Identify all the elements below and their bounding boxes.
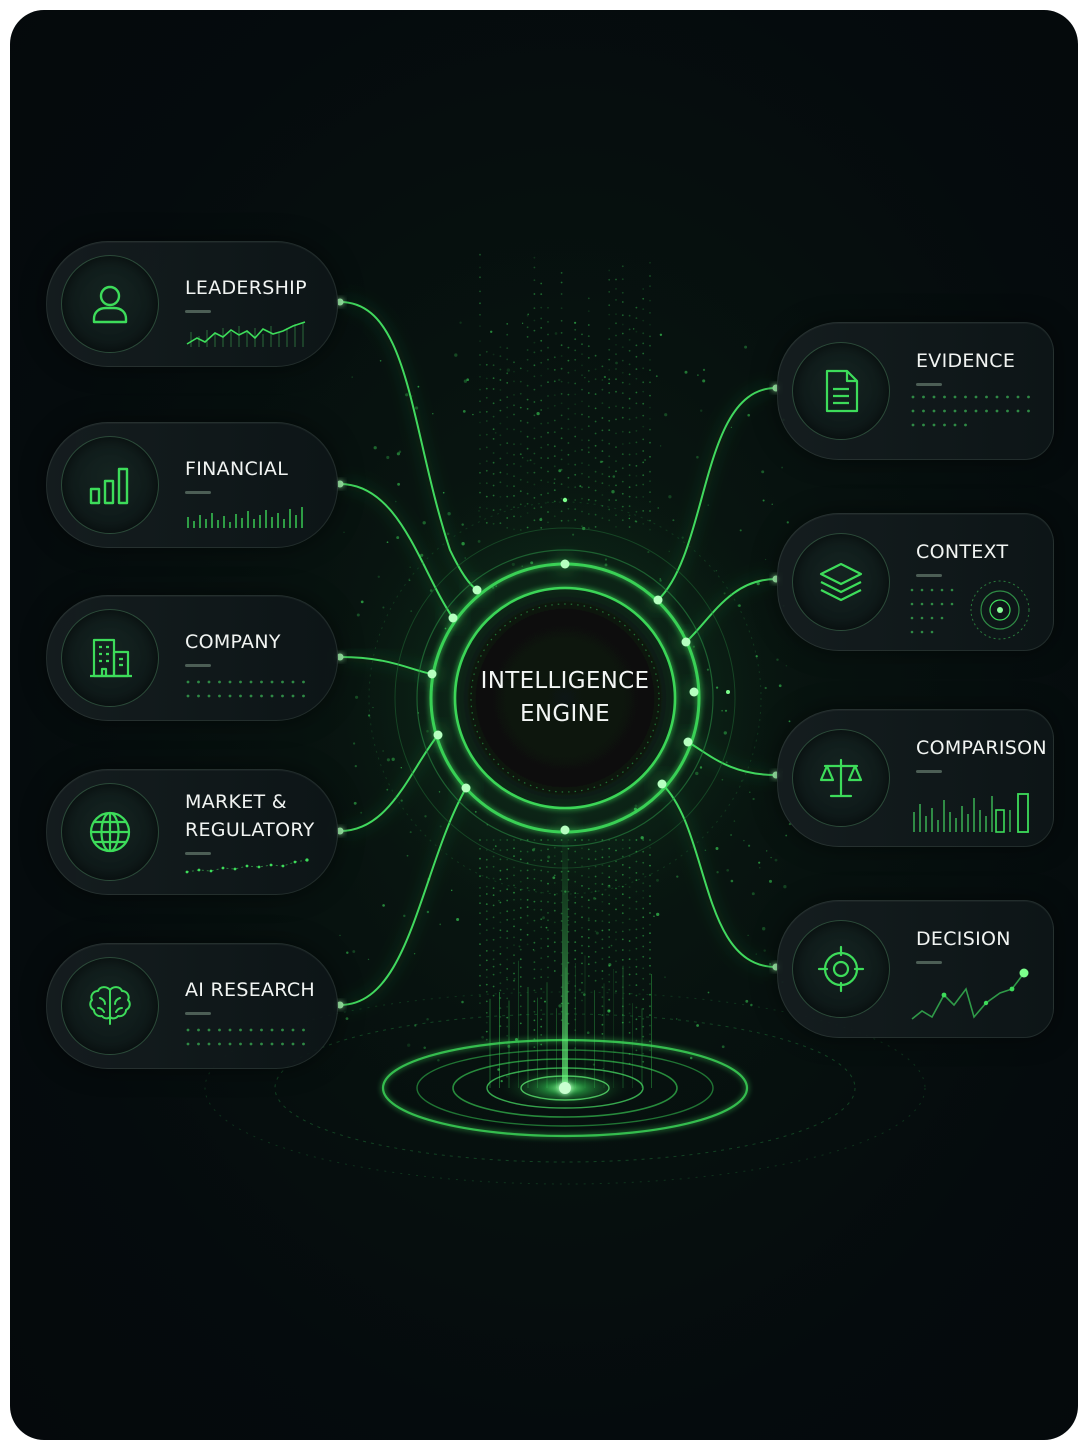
input-card-market-regulatory[interactable]: MARKET & REGULATORY (46, 769, 338, 895)
label-underline (185, 491, 211, 494)
label-underline (185, 664, 211, 667)
mini-radar (910, 580, 1030, 640)
output-card-evidence[interactable]: EVIDENCE (777, 322, 1054, 460)
mini-dot-grid (911, 395, 1030, 427)
card-label: DECISION (916, 928, 1011, 950)
card-label: MARKET & REGULATORY (185, 791, 315, 841)
mini-line-chart (186, 321, 306, 347)
mini-trend-line (911, 968, 1029, 1020)
label-underline (916, 383, 942, 386)
output-card-decision[interactable]: DECISION (777, 900, 1054, 1038)
globe-icon (61, 783, 159, 881)
document-icon (792, 342, 890, 440)
card-label: LEADERSHIP (185, 277, 307, 299)
label-underline (185, 1012, 211, 1015)
card-label: AI RESEARCH (185, 979, 316, 1001)
label-underline (916, 770, 942, 773)
label-underline (185, 852, 211, 855)
card-label: COMPANY (185, 631, 281, 653)
label-underline (916, 574, 942, 577)
intelligence-engine-core (368, 497, 762, 895)
mini-scatter-trend (185, 858, 309, 874)
bar-chart-icon (61, 436, 159, 534)
brain-icon (61, 957, 159, 1055)
base-portal (204, 830, 926, 1185)
input-card-financial[interactable]: FINANCIAL (46, 422, 338, 548)
engine-title: INTELLIGENCE ENGINE (480, 668, 650, 727)
input-card-ai-research[interactable]: AI RESEARCH (46, 943, 338, 1069)
layers-icon (792, 533, 890, 631)
person-icon (61, 255, 159, 353)
target-icon (792, 920, 890, 1018)
card-label: COMPARISON (916, 737, 1047, 759)
input-card-leadership[interactable]: LEADERSHIP (46, 241, 338, 367)
output-card-comparison[interactable]: COMPARISON (777, 709, 1054, 847)
mini-dot-grid (186, 1028, 305, 1046)
diagram-canvas (204, 253, 926, 1185)
card-label: FINANCIAL (185, 458, 289, 480)
label-underline (185, 310, 211, 313)
diagram-frame: INTELLIGENCE ENGINE LEADERSHIP FINANCIAL (10, 10, 1078, 1440)
building-icon (61, 609, 159, 707)
mini-bar-chart (187, 507, 303, 528)
mini-dot-grid (186, 680, 305, 698)
output-card-context[interactable]: CONTEXT (777, 513, 1054, 651)
scale-icon (792, 729, 890, 827)
card-label: CONTEXT (916, 541, 1009, 563)
card-label: EVIDENCE (916, 350, 1016, 372)
mini-comparison-bars (913, 793, 1029, 833)
input-card-company[interactable]: COMPANY (46, 595, 338, 721)
connector-lines (336, 298, 780, 1009)
label-underline (916, 961, 942, 964)
